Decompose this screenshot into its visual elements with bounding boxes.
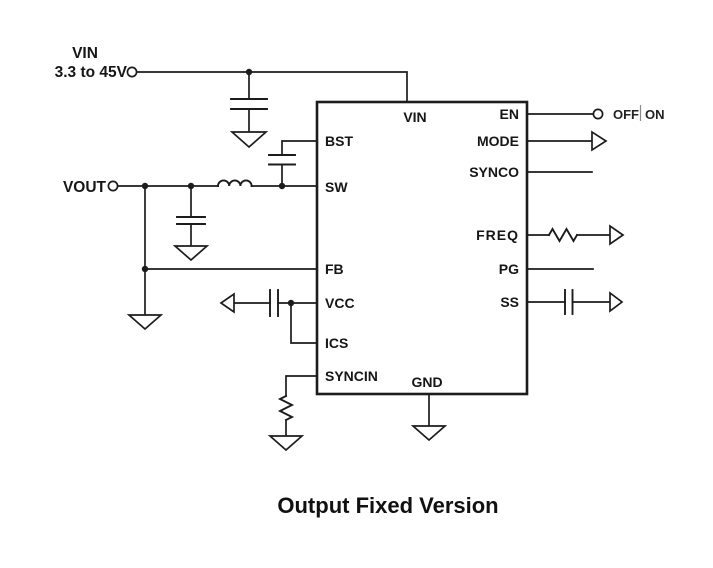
pin-ss-label: SS	[500, 294, 519, 310]
vin-wire	[135, 71, 408, 103]
ic-pin-labels: VIN EN BST MODE SW SYNCO FREQ FB PG VCC …	[325, 106, 519, 390]
pin-mode-label: MODE	[477, 133, 519, 149]
vout-net: VOUT	[63, 179, 318, 196]
pin-sw-label: SW	[325, 179, 348, 195]
ss-arrow-icon	[609, 291, 624, 313]
pin-syncin-label: SYNCIN	[325, 368, 378, 384]
pin-pg-label: PG	[499, 261, 519, 277]
vin-range-label: 3.3 to 45V	[55, 64, 128, 81]
freq-net	[526, 224, 625, 246]
output-capacitor	[172, 185, 210, 262]
gnd-ground-icon	[410, 425, 448, 442]
syncin-net	[267, 375, 318, 452]
syncin-wire	[285, 375, 318, 397]
input-ground-icon	[229, 131, 269, 149]
pin-bst-label: BST	[325, 133, 353, 149]
pin-ics-label: ICS	[325, 335, 348, 351]
pin-fb-label: FB	[325, 261, 344, 277]
en-on-label: ON	[645, 107, 665, 122]
pin-synco-label: SYNCO	[469, 164, 519, 180]
input-capacitor	[229, 71, 269, 149]
freq-arrow-icon	[609, 224, 625, 246]
bst-wire	[281, 140, 318, 156]
vcc-net	[219, 289, 318, 317]
fb-ground-icon	[126, 314, 164, 331]
fb-junction-dot	[141, 265, 149, 273]
syncin-ground-icon	[267, 435, 305, 452]
vcc-arrow-icon	[219, 292, 235, 314]
en-off-label: OFF	[613, 107, 639, 122]
output-inductor-icon	[217, 179, 253, 187]
pin-vcc-label: VCC	[325, 295, 355, 311]
pin-freq-label: FREQ	[476, 227, 519, 243]
ss-net	[526, 289, 624, 315]
pin-gnd-label: GND	[411, 374, 442, 390]
pin-vin-label: VIN	[403, 109, 426, 125]
ics-net	[290, 302, 318, 344]
vout-terminal-circle	[107, 180, 119, 192]
ics-wire	[290, 302, 318, 344]
diagram-title: Output Fixed Version	[277, 493, 498, 518]
output-ground-icon	[172, 245, 210, 262]
pin-en-label: EN	[500, 106, 519, 122]
vin-source-label: VIN	[72, 45, 98, 62]
vout-label: VOUT	[63, 179, 107, 196]
mode-net	[526, 130, 608, 152]
gnd-net	[410, 393, 448, 442]
en-terminal-circle	[592, 108, 604, 120]
fb-net	[126, 185, 318, 331]
syncin-resistor-icon	[277, 394, 295, 422]
en-net: OFF ON	[526, 105, 665, 122]
vin-terminal-circle	[126, 66, 138, 78]
ic-body	[315, 100, 529, 396]
vin-source-net: VIN 3.3 to 45V	[55, 45, 408, 103]
bst-capacitor-net	[268, 140, 318, 187]
mode-arrow-icon	[591, 130, 608, 152]
freq-resistor-icon	[547, 227, 579, 243]
